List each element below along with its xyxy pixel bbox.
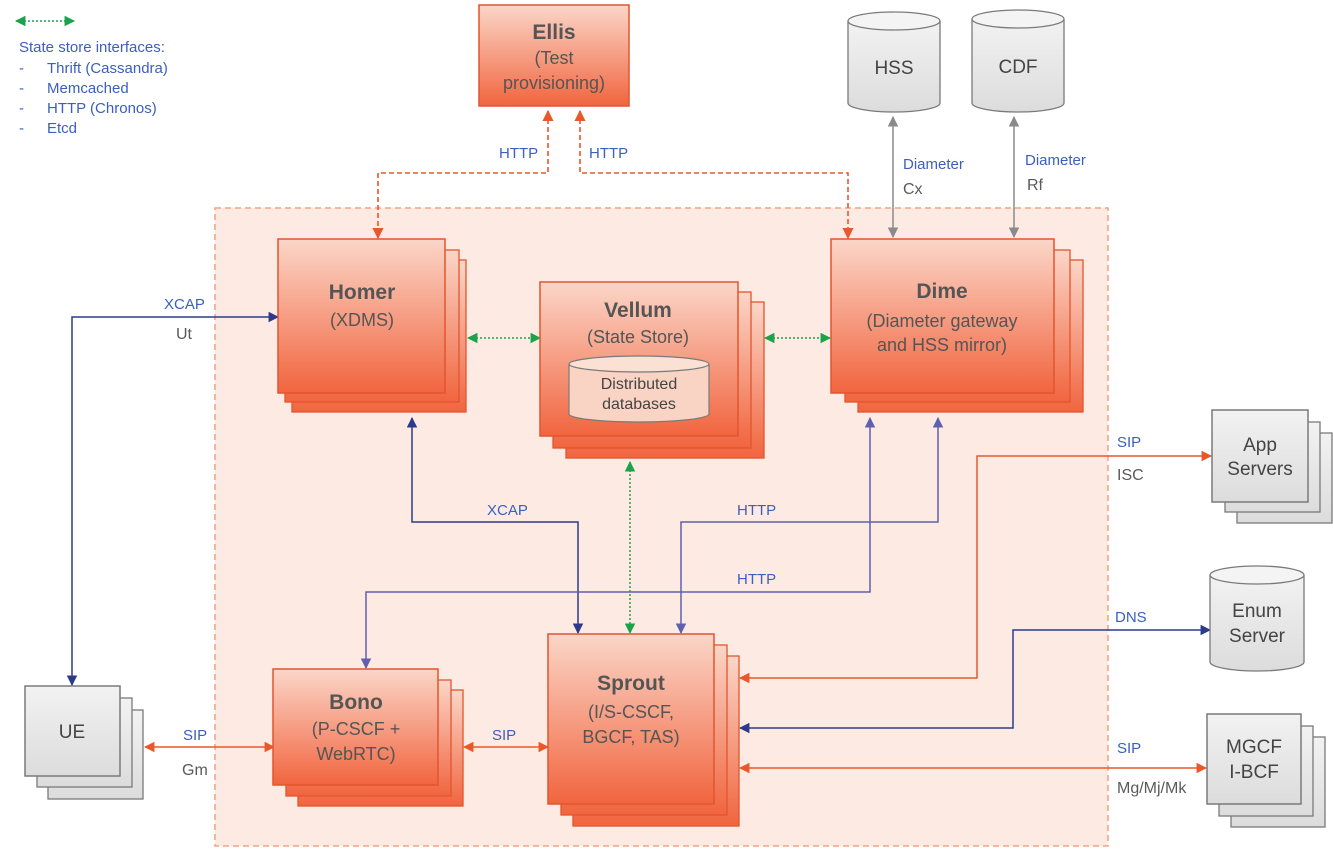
legend-title: State store interfaces: [19,39,165,56]
legend-item: Thrift (Cassandra) [47,60,168,77]
legend-item: Memcached [47,80,129,97]
homer-title: Homer [329,281,396,304]
enum-server-line2: Server [1229,626,1286,647]
vellum-db-line2: databases [602,396,676,413]
label-mgcf-interface: Mg/Mj/Mk [1117,780,1187,797]
node-bono: Bono (P-CSCF + WebRTC) [272,668,464,807]
label-cdf-protocol: Diameter [1025,152,1086,169]
label-ue-bono-protocol: SIP [183,727,207,744]
label-enum-protocol: DNS [1115,609,1147,626]
app-servers-line1: App [1243,435,1277,456]
ellis-line2: provisioning) [503,73,605,93]
vellum-line1: (State Store) [587,327,689,347]
mgcf-line2: I-BCF [1229,762,1279,783]
ellis-line1: (Test [534,48,573,68]
label-app-interface: ISC [1117,467,1144,484]
legend-item: HTTP (Chronos) [47,100,157,117]
dime-title: Dime [916,280,967,303]
node-ellis: Ellis (Test provisioning) [478,4,630,107]
label-ellis-dime-protocol: HTTP [589,145,628,162]
label-hss-protocol: Diameter [903,156,964,173]
node-homer: Homer (XDMS) [277,238,467,413]
legend-bullet: - [19,80,24,97]
node-dime: Dime (Diameter gateway and HSS mirror) [830,238,1084,413]
edge-ue-homer [66,311,280,687]
label-hss-interface: Cx [903,181,923,198]
edge-ellis-homer [372,109,554,240]
node-app-servers: App Servers [1211,409,1333,524]
hss-label: HSS [874,58,913,79]
label-dime-sprout-protocol: HTTP [737,502,776,519]
homer-line1: (XDMS) [330,310,394,330]
label-homer-sprout-protocol: XCAP [487,502,528,519]
ue-label: UE [59,722,85,743]
node-sprout: Sprout (I/S-CSCF, BGCF, TAS) [547,633,740,827]
legend-bullet: - [19,60,24,77]
legend-bullet: - [19,120,24,137]
node-vellum: Vellum (State Store) Distributed databas… [539,281,765,459]
label-ue-bono-interface: Gm [182,762,208,779]
node-mgcf: MGCF I-BCF [1206,713,1326,828]
node-hss: HSS [847,11,941,113]
vellum-db-line1: Distributed [601,376,677,393]
label-cdf-interface: Rf [1027,177,1044,194]
legend-item: Etcd [47,120,77,137]
edge-ellis-dime [574,109,854,240]
label-ue-homer-interface: Ut [176,326,193,343]
label-dime-bono-protocol: HTTP [737,571,776,588]
dime-line2: and HSS mirror) [877,335,1007,355]
node-enum-server: Enum Server [1209,565,1305,672]
label-ellis-homer-protocol: HTTP [499,145,538,162]
sprout-line2: BGCF, TAS) [582,727,679,747]
enum-server-line1: Enum [1232,601,1282,622]
edge-sprout-enum [738,624,1212,734]
node-cdf: CDF [971,9,1065,113]
legend: State store interfaces: - Thrift (Cassan… [14,15,168,137]
vellum-title: Vellum [604,299,672,322]
mgcf-line1: MGCF [1226,737,1282,758]
label-app-protocol: SIP [1117,434,1141,451]
sprout-title: Sprout [597,672,665,695]
ellis-title: Ellis [532,21,575,44]
label-ue-homer-protocol: XCAP [164,296,205,313]
bono-title: Bono [329,691,383,714]
dime-line1: (Diameter gateway [866,311,1017,331]
node-ue: UE [24,685,144,800]
label-mgcf-protocol: SIP [1117,740,1141,757]
cdf-label: CDF [998,57,1037,78]
sprout-line1: (I/S-CSCF, [588,702,674,722]
vellum-database-icon [568,355,710,423]
label-bono-sprout-protocol: SIP [492,727,516,744]
bono-line2: WebRTC) [316,744,395,764]
bono-line1: (P-CSCF + [312,719,401,739]
legend-bullet: - [19,100,24,117]
app-servers-line2: Servers [1227,459,1292,480]
